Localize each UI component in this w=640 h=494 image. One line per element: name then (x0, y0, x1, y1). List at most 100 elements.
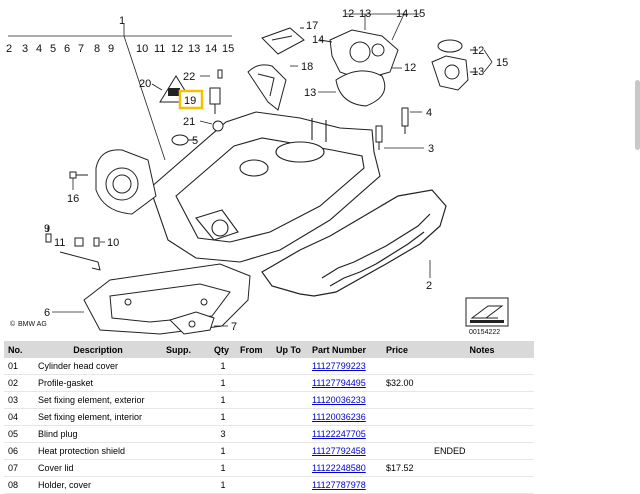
cell-no: 04 (4, 408, 34, 426)
cell-upto (272, 425, 308, 443)
cell-upto (272, 476, 308, 494)
scrollbar-thumb[interactable] (635, 80, 640, 150)
cell-description: Set fixing element, interior (34, 408, 162, 426)
cell-qty: 1 (210, 358, 236, 375)
cell-qty: 1 (210, 374, 236, 392)
intake-housing-drawing (95, 149, 157, 215)
header-from[interactable]: From (236, 341, 272, 358)
callout-3: 3 (428, 143, 434, 155)
callout-12: 12 (171, 43, 183, 55)
callout-18: 18 (301, 61, 313, 73)
highlighted-callout-19[interactable]: 19 (178, 89, 204, 110)
callout-5: 5 (50, 43, 56, 55)
callout-22: 22 (183, 71, 195, 83)
callout-14-bolt: 14 (312, 34, 324, 46)
cell-supp (162, 408, 210, 426)
cell-notes (430, 408, 534, 426)
cell-description: Heat protection shield (34, 442, 162, 460)
cell-no: 02 (4, 374, 34, 392)
part-number-link[interactable]: 11127799223 (312, 361, 366, 371)
cell-no: 01 (4, 358, 34, 375)
cell-description: Cylinder head cover (34, 358, 162, 375)
part-number-link[interactable]: 11120036236 (312, 412, 366, 422)
part-number-link[interactable]: 11120036233 (312, 395, 366, 405)
callout-13-mid: 13 (304, 87, 316, 99)
cell-notes: ENDED (430, 442, 534, 460)
part-number-link[interactable]: 11122247705 (312, 429, 366, 439)
copyright-symbol: © (10, 320, 16, 328)
cell-part-number: 11120036236 (308, 408, 382, 426)
callout-11: 11 (154, 43, 165, 55)
cell-price: $32.00 (382, 374, 430, 392)
part-number-link[interactable]: 11127794495 (312, 378, 366, 388)
cell-from (236, 442, 272, 460)
reference-icon (465, 297, 509, 327)
header-description[interactable]: Description (34, 341, 162, 358)
header-no[interactable]: No. (4, 341, 34, 358)
part-number-link[interactable]: 11122248580 (312, 463, 366, 473)
cell-upto (272, 358, 308, 375)
callout-10: 10 (107, 237, 119, 249)
callout-3: 3 (22, 43, 28, 55)
header-notes[interactable]: Notes (430, 341, 534, 358)
sensor-assembly-right (431, 39, 478, 91)
cell-part-number: 11127799223 (308, 358, 382, 375)
cylinder-head-cover-drawing (149, 111, 381, 263)
cell-part-number: 11122247705 (308, 425, 382, 443)
callout-13-top: 13 (359, 8, 371, 20)
header-supp[interactable]: Supp. (162, 341, 210, 358)
callout-9: 9 (44, 223, 50, 235)
heat-shield-drawing (83, 263, 251, 335)
holder-cover-part (247, 64, 287, 111)
cover-lid-part (261, 27, 305, 55)
cell-part-number: 11122248580 (308, 459, 382, 477)
scrollbar-track[interactable] (632, 0, 640, 340)
parts-diagram: 1 2 3 4 5 6 7 8 9 10 11 12 13 14 15 12 1… (6, 0, 640, 340)
cell-no: 07 (4, 459, 34, 477)
part-number-link[interactable]: 11127787978 (312, 480, 366, 490)
table-header-row: No. Description Supp. Qty From Up To Par… (4, 341, 534, 358)
cell-price (382, 391, 430, 409)
header-price[interactable]: Price (382, 341, 430, 358)
header-part-number[interactable]: Part Number (308, 341, 382, 358)
cell-qty: 1 (210, 476, 236, 494)
callout-16: 16 (67, 193, 79, 205)
bolt-16-part (69, 171, 88, 179)
callout-7: 7 (78, 43, 84, 55)
cell-part-number: 11127794495 (308, 374, 382, 392)
header-qty[interactable]: Qty (210, 341, 236, 358)
cell-no: 06 (4, 442, 34, 460)
part-number-link[interactable]: 11127792458 (312, 446, 366, 456)
cell-qty: 1 (210, 459, 236, 477)
callout-6: 6 (44, 307, 50, 319)
cell-supp (162, 391, 210, 409)
callout-14: 14 (205, 43, 217, 55)
cell-supp (162, 358, 210, 375)
parts-table: No. Description Supp. Qty From Up To Par… (4, 341, 534, 494)
cell-upto (272, 408, 308, 426)
cell-supp (162, 459, 210, 477)
cell-notes (430, 391, 534, 409)
header-upto[interactable]: Up To (272, 341, 308, 358)
cell-notes (430, 425, 534, 443)
cell-notes (430, 358, 534, 375)
blind-plug-part (171, 134, 196, 146)
callout-7: 7 (231, 321, 237, 333)
callout-row-right: 12 13 14 15 (342, 8, 425, 20)
cell-upto (272, 374, 308, 392)
callout-1: 1 (119, 15, 125, 27)
callout-19: 19 (184, 95, 196, 107)
callout-11: 11 (54, 237, 65, 249)
cell-from (236, 391, 272, 409)
cell-from (236, 476, 272, 494)
cell-from (236, 425, 272, 443)
cell-upto (272, 442, 308, 460)
cell-supp (162, 476, 210, 494)
sensor-small-parts (375, 107, 409, 150)
callout-row-left: 1 2 3 4 5 6 7 8 9 10 11 12 13 14 15 (6, 15, 234, 55)
